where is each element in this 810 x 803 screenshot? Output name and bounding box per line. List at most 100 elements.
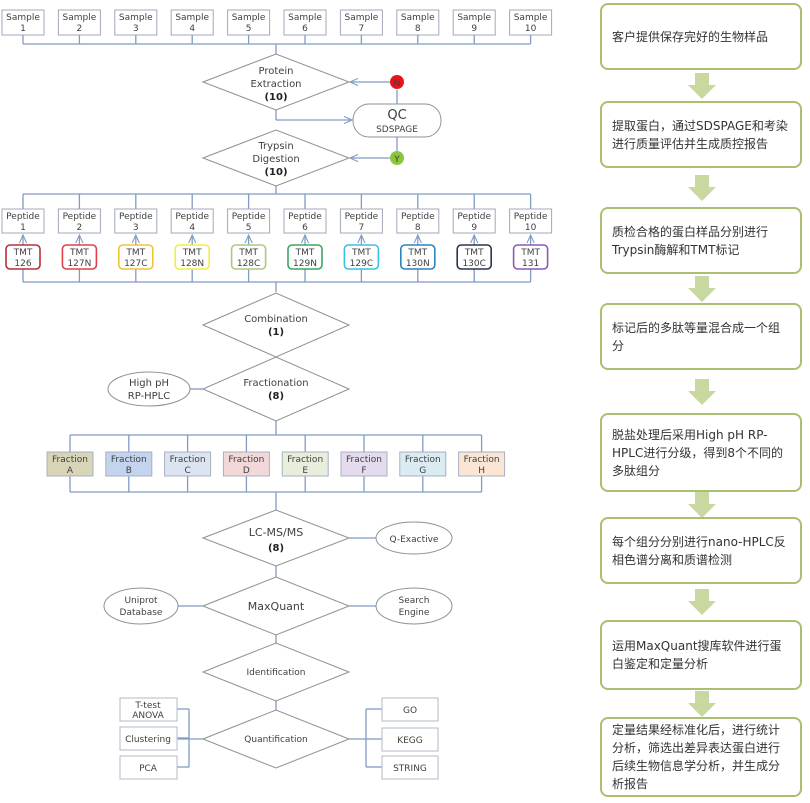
sample-number: 5 bbox=[246, 24, 252, 34]
quantification-diamond bbox=[201, 709, 351, 769]
lcms-label: LC-MS/MS bbox=[249, 526, 303, 539]
tmt-box-frame bbox=[118, 244, 154, 270]
combination-label: Combination bbox=[244, 314, 308, 325]
qc-yes-label: Y bbox=[393, 155, 400, 165]
peptide-number: 1 bbox=[20, 223, 26, 233]
sample-label: Sample bbox=[119, 13, 153, 23]
tmt-label: TMT bbox=[125, 248, 145, 258]
process-step-box: 脱盐处理后采用High pH RP-HPLC进行分级，得到8个不同的多肽组分 bbox=[600, 413, 802, 492]
process-step-text: 提取蛋白，通过SDSPAGE和考染进行质量评估并生成质控报告 bbox=[612, 118, 788, 151]
fraction-box-frame bbox=[281, 451, 329, 477]
combination-diamond bbox=[201, 292, 351, 358]
process-steps-panel: 客户提供保存完好的生物样品提取蛋白，通过SDSPAGE和考染进行质量评估并生成质… bbox=[600, 0, 806, 803]
tmt-box-frame bbox=[287, 244, 323, 270]
peptide-number: 10 bbox=[525, 223, 537, 233]
down-arrow-icon bbox=[688, 275, 716, 302]
instrument-label: Q-Exactive bbox=[390, 535, 439, 545]
tmt-box-frame bbox=[512, 244, 549, 270]
fraction-box-frame bbox=[399, 451, 447, 477]
process-step-box: 定量结果经标准化后，进行统计分析，筛选出差异表达蛋白进行后续生物信息学分析，并生… bbox=[600, 717, 802, 797]
tmt-label: TMT bbox=[351, 248, 371, 258]
fraction-box-frame bbox=[458, 451, 506, 477]
protein-extraction-diamond bbox=[201, 53, 351, 111]
sample-number: 7 bbox=[359, 24, 365, 34]
bioinfo-box: STRING bbox=[381, 755, 439, 780]
sample-label: Sample bbox=[6, 13, 40, 23]
fraction-box-frame bbox=[46, 451, 94, 477]
peptide-label: Peptide bbox=[63, 212, 97, 222]
stats-label: Clustering bbox=[125, 735, 171, 745]
tmt-label: TMT bbox=[182, 248, 202, 258]
peptide-box-frame bbox=[452, 208, 496, 234]
stats-box-frame bbox=[119, 755, 178, 780]
down-arrow-icon bbox=[688, 690, 716, 717]
process-step-text: 客户提供保存完好的生物样品 bbox=[612, 29, 769, 44]
tmt-label: TMT bbox=[13, 248, 33, 258]
tmt-box-frame bbox=[456, 244, 493, 270]
connector-lines bbox=[23, 35, 531, 768]
peptide-row: Peptide1Peptide2Peptide3Peptide4Peptide5… bbox=[1, 208, 553, 234]
fraction-letter: C bbox=[184, 466, 190, 476]
sample-row: Sample1Sample2Sample3Sample4Sample5Sampl… bbox=[1, 9, 553, 36]
down-arrow-icon bbox=[688, 378, 716, 405]
engine-label: Search bbox=[399, 596, 430, 606]
sample-number: 6 bbox=[302, 24, 308, 34]
trypsin-label: Digestion bbox=[252, 154, 299, 165]
peptide-label: Peptide bbox=[401, 212, 435, 222]
stats-label: ANOVA bbox=[132, 711, 164, 721]
peptide-box-frame bbox=[339, 208, 383, 234]
fraction-letter: E bbox=[302, 466, 308, 476]
process-step-box: 每个组分分别进行nano-HPLC反相色谱分离和质谱检测 bbox=[600, 517, 802, 584]
tmt-tag: 127N bbox=[67, 259, 91, 269]
process-step-box: 客户提供保存完好的生物样品 bbox=[600, 3, 802, 70]
trypsin-label: Trypsin bbox=[257, 141, 293, 152]
process-step-text: 定量结果经标准化后，进行统计分析，筛选出差异表达蛋白进行后续生物信息学分析，并生… bbox=[612, 723, 781, 791]
tmt-box-frame bbox=[61, 244, 98, 270]
sample-label: Sample bbox=[175, 13, 209, 23]
process-step-box: 提取蛋白，通过SDSPAGE和考染进行质量评估并生成质控报告 bbox=[600, 101, 802, 168]
tmt-tag: 129N bbox=[293, 259, 317, 269]
qc-no-label: N bbox=[394, 79, 401, 89]
database-label: Database bbox=[120, 608, 163, 618]
qc-subtitle: SDSPAGE bbox=[376, 125, 418, 135]
sample-box-frame bbox=[396, 9, 440, 36]
bioinfo-label: GO bbox=[403, 706, 417, 716]
peptide-box-frame bbox=[1, 208, 45, 234]
sample-number: 3 bbox=[133, 24, 139, 34]
trypsin-digestion-diamond bbox=[201, 129, 351, 187]
sample-label: Sample bbox=[232, 13, 266, 23]
peptide-box-frame bbox=[509, 208, 553, 234]
tmt-tag: 127C bbox=[124, 259, 147, 269]
lcms-count: (8) bbox=[268, 543, 284, 554]
sample-box-frame bbox=[170, 9, 214, 36]
tmt-label: TMT bbox=[520, 248, 540, 258]
peptide-label: Peptide bbox=[6, 212, 40, 222]
process-step-box: 标记后的多肽等量混合成一个组分 bbox=[600, 303, 802, 370]
method-label: RP-HPLC bbox=[128, 391, 170, 402]
combination-count: (1) bbox=[268, 327, 284, 338]
peptide-label: Peptide bbox=[232, 212, 266, 222]
fraction-label: Fraction bbox=[464, 455, 500, 465]
tmt-label: TMT bbox=[464, 248, 484, 258]
fractionation-diamond bbox=[201, 356, 351, 422]
process-step-text: 每个组分分别进行nano-HPLC反相色谱分离和质谱检测 bbox=[612, 534, 786, 567]
stats-box: Clustering bbox=[119, 726, 178, 751]
peptide-label: Peptide bbox=[457, 212, 491, 222]
sample-label: Sample bbox=[345, 13, 379, 23]
database-label: Uniprot bbox=[124, 596, 158, 606]
quantification-label: Quantification bbox=[244, 735, 307, 745]
